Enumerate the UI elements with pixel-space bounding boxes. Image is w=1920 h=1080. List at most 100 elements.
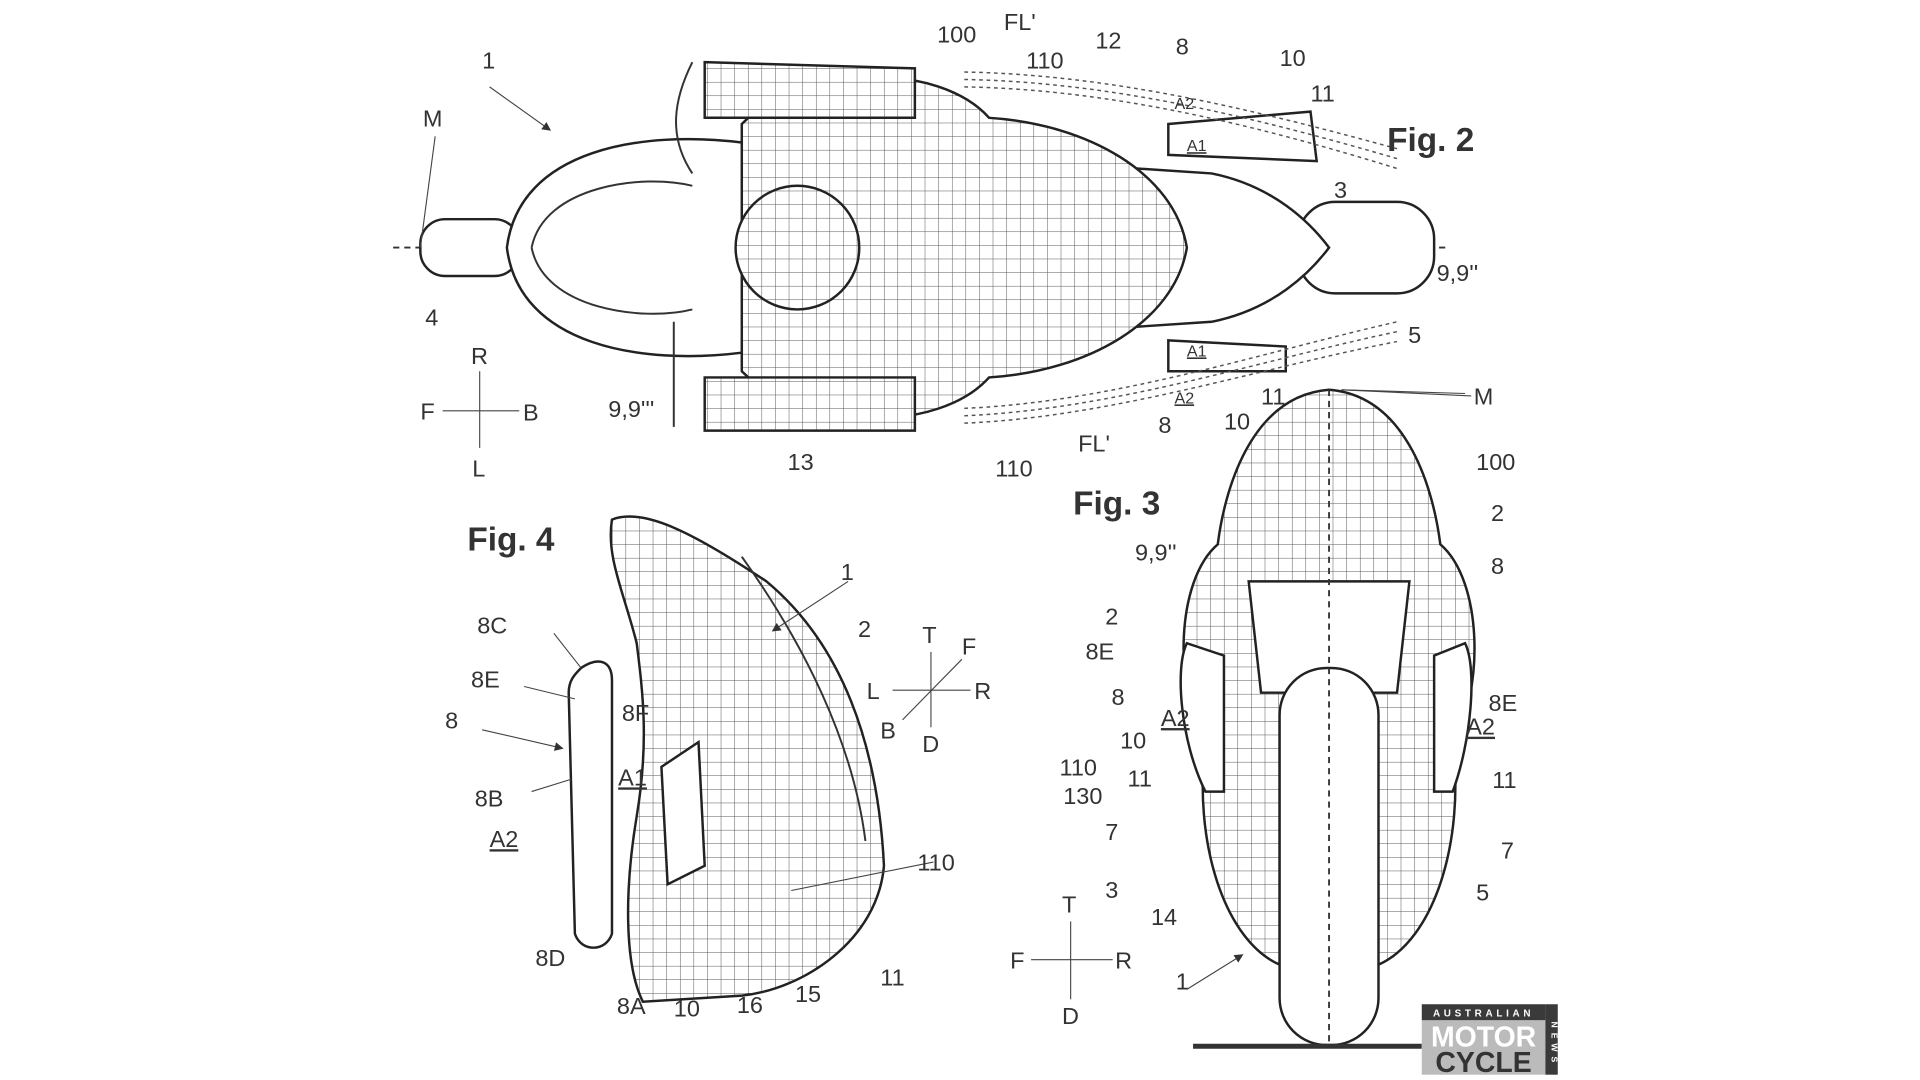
rider-helmet bbox=[734, 184, 861, 311]
label: 14 bbox=[1151, 904, 1177, 930]
label: A1 bbox=[618, 764, 647, 790]
logo-top-text: AUSTRALIAN bbox=[1433, 1009, 1534, 1020]
label: 8E bbox=[1489, 690, 1518, 716]
label: 13 bbox=[788, 449, 814, 475]
axis-label: T bbox=[1062, 892, 1076, 918]
figure-2-title: Fig. 2 bbox=[1387, 122, 1474, 159]
label: 8 bbox=[1176, 34, 1189, 60]
figure-2-top-view: Fig. 2 1 M 100 FL' 110 12 8 10 A2 11 A1 … bbox=[393, 9, 1493, 481]
logo-motor-text: MOTOR bbox=[1431, 1021, 1536, 1053]
label: A1 bbox=[1187, 137, 1207, 155]
winglet-left bbox=[1179, 641, 1226, 793]
label: A1 bbox=[1187, 342, 1207, 360]
label: 8E bbox=[471, 667, 500, 693]
label: 110 bbox=[917, 850, 954, 876]
label: 110 bbox=[995, 455, 1032, 481]
figure-2-labels: 1 M 100 FL' 110 12 8 10 A2 11 A1 3 9,9''… bbox=[423, 9, 1493, 481]
axis-label: F bbox=[420, 398, 434, 424]
label: 100 bbox=[937, 21, 976, 47]
label: 110 bbox=[1026, 47, 1063, 73]
figure-4-winglet-detail: Fig. 4 1 2 8C 8E 8 8F 8B A1 A2 110 8D 8A… bbox=[445, 515, 992, 1022]
direction-compass-fig2: R F B L bbox=[420, 343, 538, 482]
label: 10 bbox=[1120, 727, 1146, 753]
axis-label: L bbox=[867, 678, 880, 704]
winglet-plate bbox=[567, 660, 614, 949]
axis-label: D bbox=[1062, 1003, 1079, 1029]
label: 8A bbox=[617, 993, 646, 1019]
winglet-left bbox=[1167, 339, 1288, 373]
label: 8E bbox=[1085, 638, 1114, 664]
label: 9,9'' bbox=[1437, 260, 1479, 286]
axis-label: F bbox=[1010, 947, 1024, 973]
label: 8D bbox=[535, 945, 565, 971]
label: 15 bbox=[795, 981, 821, 1007]
label: 3 bbox=[1334, 177, 1347, 203]
label: 7 bbox=[1501, 837, 1514, 863]
winglet-right bbox=[1167, 110, 1319, 163]
label: 5 bbox=[1476, 879, 1489, 905]
label: 9,9''' bbox=[608, 396, 654, 422]
label: 11 bbox=[1310, 81, 1334, 107]
direction-compass-fig3: T F R D bbox=[1010, 892, 1132, 1029]
front-wheel bbox=[419, 217, 521, 278]
axis-label: B bbox=[523, 400, 539, 426]
label: 11 bbox=[1128, 766, 1152, 792]
label: A2 bbox=[1175, 95, 1195, 113]
label: 10 bbox=[1280, 45, 1306, 71]
figure-4-title: Fig. 4 bbox=[467, 522, 555, 559]
label: 11 bbox=[1261, 384, 1285, 410]
label: 1 bbox=[841, 559, 854, 585]
axis-label: F bbox=[962, 633, 976, 659]
label: FL' bbox=[1004, 9, 1036, 35]
figure-3-front-view: Fig. 3 100 2 9,9'' 8 2 8E 8 A2 10 110 11… bbox=[1010, 388, 1518, 1049]
direction-compass-fig4: T F L R B D bbox=[867, 622, 992, 757]
winglet-right bbox=[1432, 641, 1473, 793]
label: A2 bbox=[1175, 389, 1195, 407]
label: A2 bbox=[1161, 705, 1190, 731]
label: 8B bbox=[475, 785, 504, 811]
label: 10 bbox=[1224, 408, 1250, 434]
label: 16 bbox=[737, 992, 763, 1018]
label: 2 bbox=[858, 616, 871, 642]
label: 11 bbox=[880, 965, 904, 991]
australian-motorcycle-news-logo: AUSTRALIAN MOTOR CYCLE NEWS bbox=[1421, 1004, 1560, 1079]
rider-arm-right bbox=[703, 60, 917, 120]
label: M bbox=[423, 105, 443, 131]
label: 8 bbox=[1158, 412, 1171, 438]
label: 2 bbox=[1105, 604, 1118, 630]
label: 8 bbox=[1491, 553, 1504, 579]
axis-label: B bbox=[880, 717, 896, 743]
label: 8F bbox=[622, 700, 649, 726]
rider-arm-left bbox=[703, 376, 917, 432]
label: 12 bbox=[1095, 28, 1121, 54]
label: A2 bbox=[1466, 714, 1495, 740]
label: 5 bbox=[1408, 322, 1421, 348]
winglet-bracket bbox=[660, 739, 706, 887]
label: 2 bbox=[1491, 500, 1504, 526]
label: 8 bbox=[445, 708, 458, 734]
label: 1 bbox=[1176, 968, 1189, 994]
label: M bbox=[1474, 384, 1494, 410]
label: 130 bbox=[1063, 783, 1102, 809]
axis-label: D bbox=[922, 731, 939, 757]
label: 3 bbox=[1105, 877, 1118, 903]
label: FL' bbox=[1078, 431, 1110, 457]
label: A2 bbox=[490, 826, 519, 852]
axis-label: T bbox=[922, 622, 936, 648]
label: 9,9'' bbox=[1135, 539, 1177, 565]
label: 110 bbox=[1060, 755, 1097, 781]
label: 10 bbox=[674, 996, 700, 1022]
label: 1 bbox=[482, 47, 495, 73]
axis-label: L bbox=[472, 455, 485, 481]
logo-cycle-text: CYCLE bbox=[1435, 1047, 1531, 1079]
axis-label: R bbox=[974, 678, 991, 704]
label: 7 bbox=[1105, 819, 1118, 845]
figure-3-title: Fig. 3 bbox=[1073, 486, 1160, 523]
axis-label: R bbox=[471, 343, 488, 369]
logo-side-text: NEWS bbox=[1550, 1022, 1560, 1068]
fairing-section bbox=[609, 515, 886, 1004]
figure-3-labels: 100 2 9,9'' 8 2 8E 8 A2 10 110 11 130 7 … bbox=[1060, 449, 1518, 994]
label: 4 bbox=[425, 304, 438, 330]
label: 8C bbox=[477, 612, 507, 638]
